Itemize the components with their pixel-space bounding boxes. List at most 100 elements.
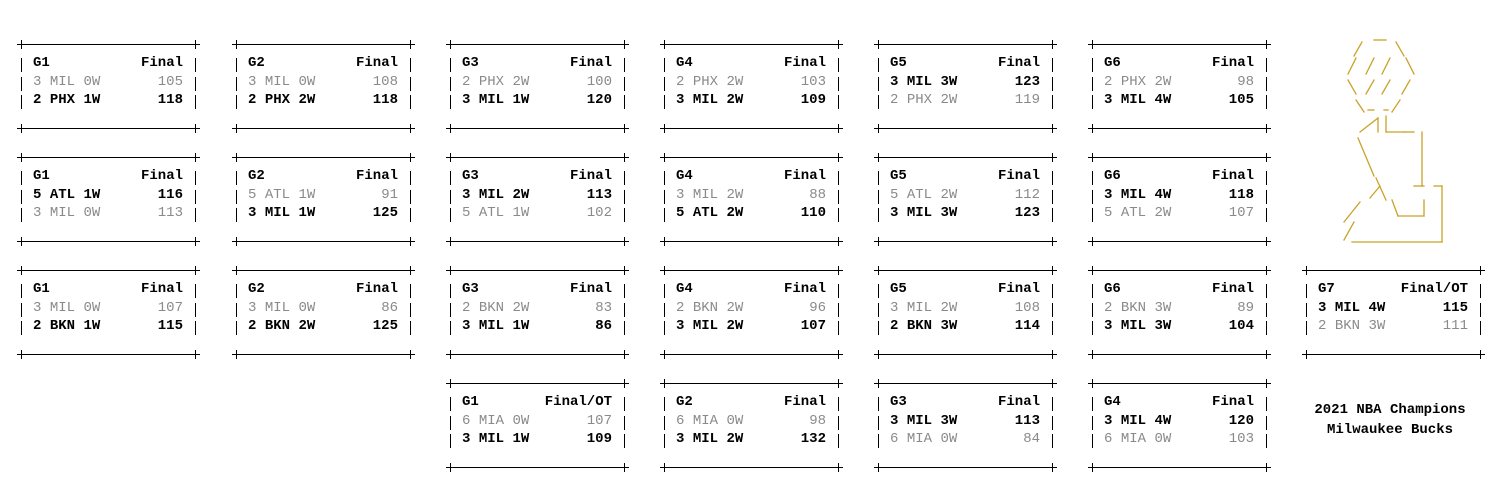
game-status: Final (783, 394, 826, 410)
box-side (878, 58, 879, 72)
game-label: G3 (462, 55, 479, 71)
team-wins: 0W (83, 74, 101, 90)
box-bottom-border (1092, 354, 1266, 355)
game-status: Final (140, 168, 183, 184)
team-abbr: BKN (1120, 300, 1147, 316)
team-seed: 3 (248, 74, 257, 90)
team-score: 113 (157, 205, 183, 221)
team-score: 116 (157, 187, 183, 203)
box-side (838, 190, 839, 204)
team-score: 86 (595, 318, 612, 334)
team-abbr: MIL (49, 74, 76, 90)
box-side (624, 208, 625, 222)
team-score: 104 (1228, 318, 1254, 334)
team-seed: 3 (33, 300, 42, 316)
box-side (838, 434, 839, 448)
box-side (450, 416, 451, 430)
box-bottom-border (1092, 467, 1266, 468)
team-abbr: BKN (906, 318, 933, 334)
team-wins: 1W (512, 205, 530, 221)
team-wins: 0W (298, 74, 316, 90)
box-side (410, 190, 411, 204)
team-score: 119 (1014, 92, 1040, 108)
box-top-border (236, 270, 410, 271)
game-label: G2 (248, 281, 265, 297)
box-bottom-border (236, 128, 410, 129)
box-side (878, 208, 879, 222)
box-side (236, 95, 237, 109)
box-side (664, 171, 665, 185)
box-side (236, 284, 237, 298)
team-seed: 3 (1104, 413, 1113, 429)
box-top-border (21, 270, 195, 271)
team-abbr: BKN (49, 318, 76, 334)
box-side (664, 95, 665, 109)
box-side (878, 190, 879, 204)
box-side (664, 321, 665, 335)
team-abbr: MIL (264, 205, 291, 221)
team-wins: 3W (940, 74, 958, 90)
game-status: Final (1211, 55, 1254, 71)
box-bottom-border (236, 354, 410, 355)
team-abbr: MIA (906, 431, 933, 447)
team-abbr: ATL (906, 187, 933, 203)
team-seed: 3 (890, 300, 899, 316)
team-abbr: MIL (692, 431, 719, 447)
box-side (450, 171, 451, 185)
box-top-border (21, 44, 195, 45)
box-side (195, 58, 196, 72)
box-side (664, 58, 665, 72)
box-side (838, 171, 839, 185)
game-label: G5 (890, 281, 907, 297)
team-seed: 2 (248, 318, 257, 334)
team-seed: 2 (676, 300, 685, 316)
game-label: G6 (1104, 55, 1121, 71)
game-label: G5 (890, 55, 907, 71)
box-top-border (450, 383, 624, 384)
team-score: 109 (586, 431, 612, 447)
team-score: 108 (1014, 300, 1040, 316)
team-score: 105 (157, 74, 183, 90)
box-side (195, 208, 196, 222)
box-side (236, 77, 237, 91)
team-score: 123 (1014, 74, 1040, 90)
team-wins: 2W (1154, 74, 1172, 90)
box-bottom-border (878, 467, 1052, 468)
team-seed: 2 (462, 74, 471, 90)
team-abbr: MIL (692, 318, 719, 334)
team-abbr: PHX (478, 74, 505, 90)
box-side (1266, 434, 1267, 448)
team-wins: 0W (298, 300, 316, 316)
team-wins: 2W (726, 205, 744, 221)
box-side (195, 171, 196, 185)
box-top-border (664, 157, 838, 158)
box-side (21, 171, 22, 185)
box-side (838, 208, 839, 222)
game-label: G1 (33, 168, 50, 184)
game-label: G5 (890, 168, 907, 184)
box-side (195, 190, 196, 204)
